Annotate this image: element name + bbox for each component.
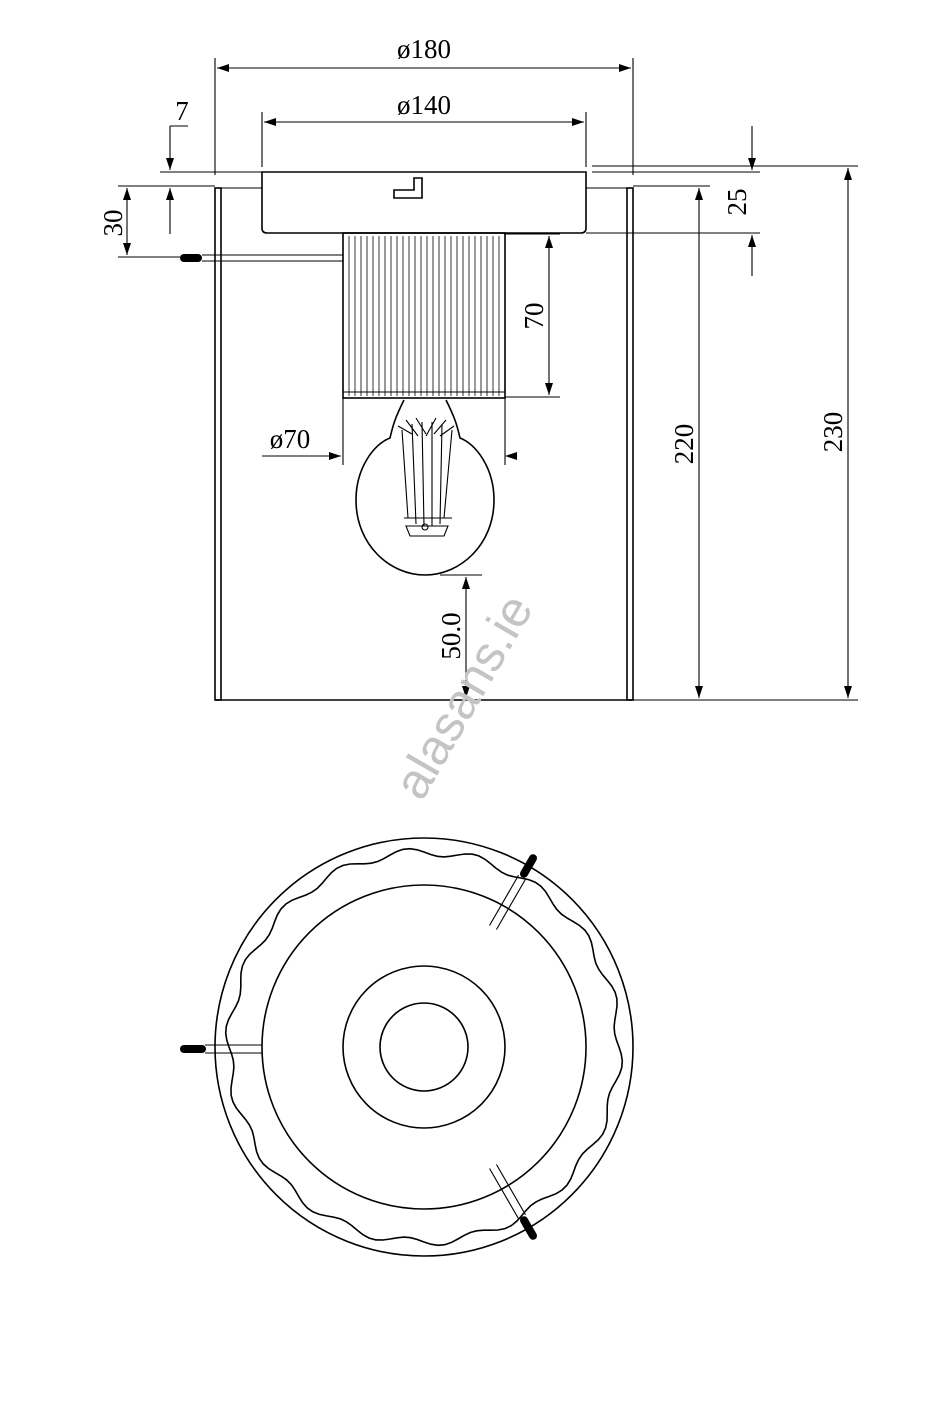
lamp-holder — [342, 232, 506, 399]
dim-holder-height: 70 — [505, 233, 560, 398]
dim-bulb-diameter-label: ø70 — [270, 424, 311, 454]
dim-plate-diameter: ø140 — [261, 90, 587, 167]
light-bulb — [355, 399, 495, 576]
socket-circle — [379, 1002, 469, 1092]
dim-holder-height-label: 70 — [519, 303, 549, 330]
dim-bulb-diameter: ø70 — [262, 398, 505, 465]
dim-bulb-clearance-label: 50.0 — [436, 612, 466, 659]
dim-bulb-clearance: 50.0 — [436, 574, 482, 698]
shade-wall-right — [626, 187, 634, 701]
screw-bottom-right — [489, 1164, 537, 1240]
dim-plate-diameter-label: ø140 — [397, 90, 451, 120]
screw-left — [180, 1044, 262, 1054]
dim-outer-diameter-label: ø180 — [397, 34, 451, 64]
shade-wall-left — [214, 187, 222, 701]
ceiling-plate-circle — [261, 884, 587, 1210]
dim-shade-height-label: 220 — [669, 424, 699, 465]
shade-wavy-ring — [224, 847, 624, 1247]
dim-total-height: 230 — [710, 168, 858, 701]
side-screw — [180, 254, 343, 262]
dim-plate-thickness: 25 — [586, 126, 858, 276]
dim-shade-height: 220 — [633, 185, 710, 701]
dim-total-height-label: 230 — [818, 412, 848, 453]
dim-plate-thickness-label: 25 — [722, 189, 752, 216]
dim-screw-offset: 30 — [98, 185, 215, 258]
side-view: ø180 ø140 7 30 — [98, 34, 858, 701]
outer-rim-circle — [214, 837, 634, 1257]
dim-screw-offset-label: 30 — [98, 210, 128, 237]
ceiling-plate — [261, 171, 587, 234]
screw-top-right — [489, 854, 537, 930]
dim-outer-diameter: ø180 — [214, 34, 634, 175]
dim-cap-gap: 7 — [160, 96, 262, 234]
dim-cap-gap-label: 7 — [175, 96, 189, 126]
top-view — [180, 837, 634, 1257]
holder-circle — [342, 965, 506, 1129]
